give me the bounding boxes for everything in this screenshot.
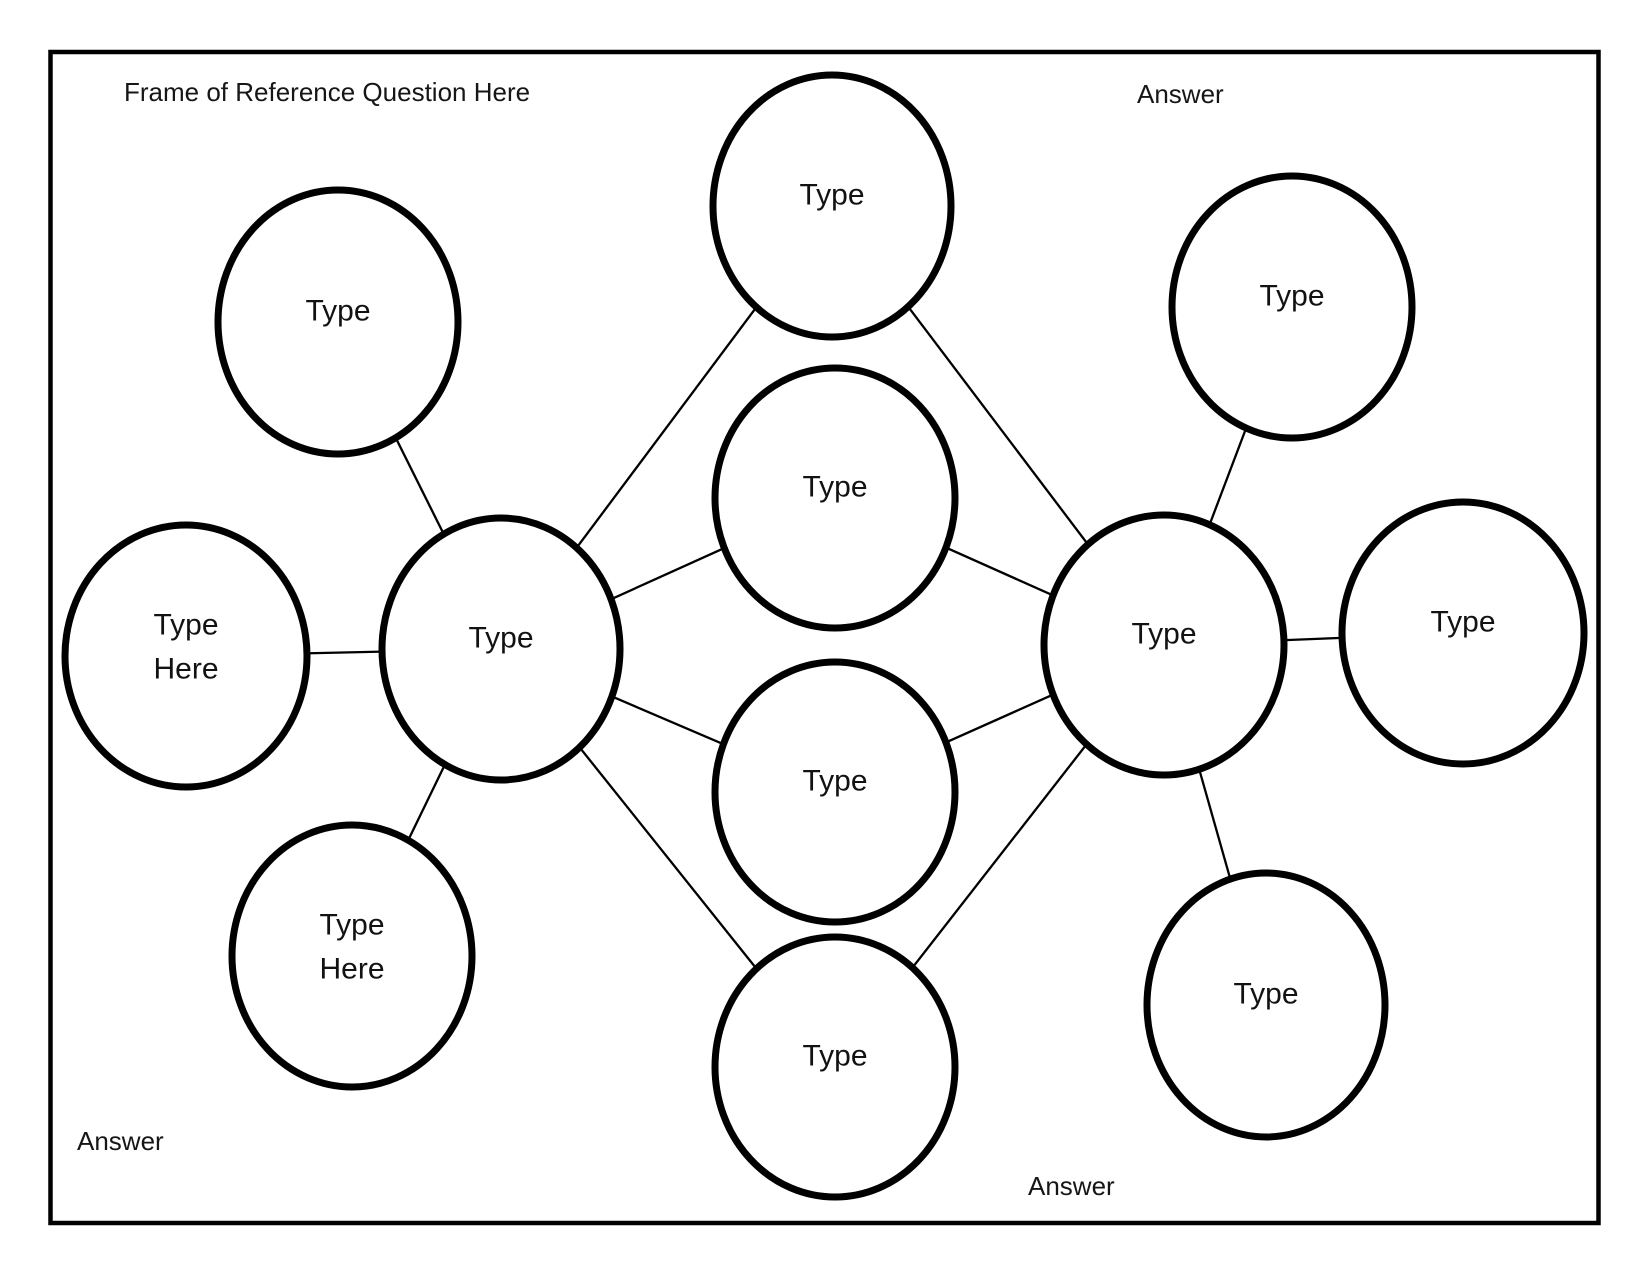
node-label-top-center: Type [799,179,864,212]
node-circle-hub-right[interactable] [1040,511,1288,779]
node-circle-bottom-right[interactable] [1143,869,1389,1141]
node-label-hub-left: Type [468,622,533,655]
diagram-nodes: TypeTypeHereTypeHereTypeTypeTypeTypeType… [61,71,1588,1201]
node-center-lower: Type [711,658,959,926]
node-label-top-left: Type [305,295,370,328]
node-label-center: Type [802,471,867,504]
node-label-bottom-center: Type [802,1040,867,1073]
node-label-hub-right: Type [1131,618,1196,651]
node-label-bottom-left-line1: Type [319,909,384,942]
node-top-right: Type [1168,172,1416,442]
node-label-left-line1: Type [153,609,218,642]
node-circle-top-left[interactable] [214,186,462,458]
frame-question-placeholder[interactable]: Frame of Reference Question Here [124,77,531,107]
node-label-left-line2: Here [153,653,218,686]
node-hub-left: Type [378,514,624,784]
node-far-right: Type [1338,498,1588,768]
node-circle-far-right[interactable] [1338,498,1588,768]
answer-bottom-center-placeholder[interactable]: Answer [1028,1171,1115,1201]
node-label-bottom-left-line2: Here [319,953,384,986]
node-circle-top-center[interactable] [709,71,955,341]
node-bottom-right: Type [1143,869,1389,1141]
border-frame [48,49,1601,1226]
answer-bottom-left-placeholder[interactable]: Answer [77,1126,164,1156]
node-hub-right: Type [1040,511,1288,779]
node-circle-hub-left[interactable] [378,514,624,784]
node-circle-center-lower[interactable] [711,658,959,926]
node-label-far-right: Type [1430,606,1495,639]
node-circle-center[interactable] [711,364,959,632]
node-top-center: Type [709,71,955,341]
answer-top-right-placeholder[interactable]: Answer [1137,79,1224,109]
node-label-center-lower: Type [802,765,867,798]
node-center: Type [711,364,959,632]
node-label-top-right: Type [1259,280,1324,313]
node-circle-top-right[interactable] [1168,172,1416,442]
node-circle-bottom-left[interactable] [228,821,476,1091]
node-circle-bottom-center[interactable] [711,933,959,1201]
node-top-left: Type [214,186,462,458]
node-circle-left[interactable] [61,521,311,791]
node-label-bottom-right: Type [1233,978,1298,1011]
node-bottom-center: Type [711,933,959,1201]
